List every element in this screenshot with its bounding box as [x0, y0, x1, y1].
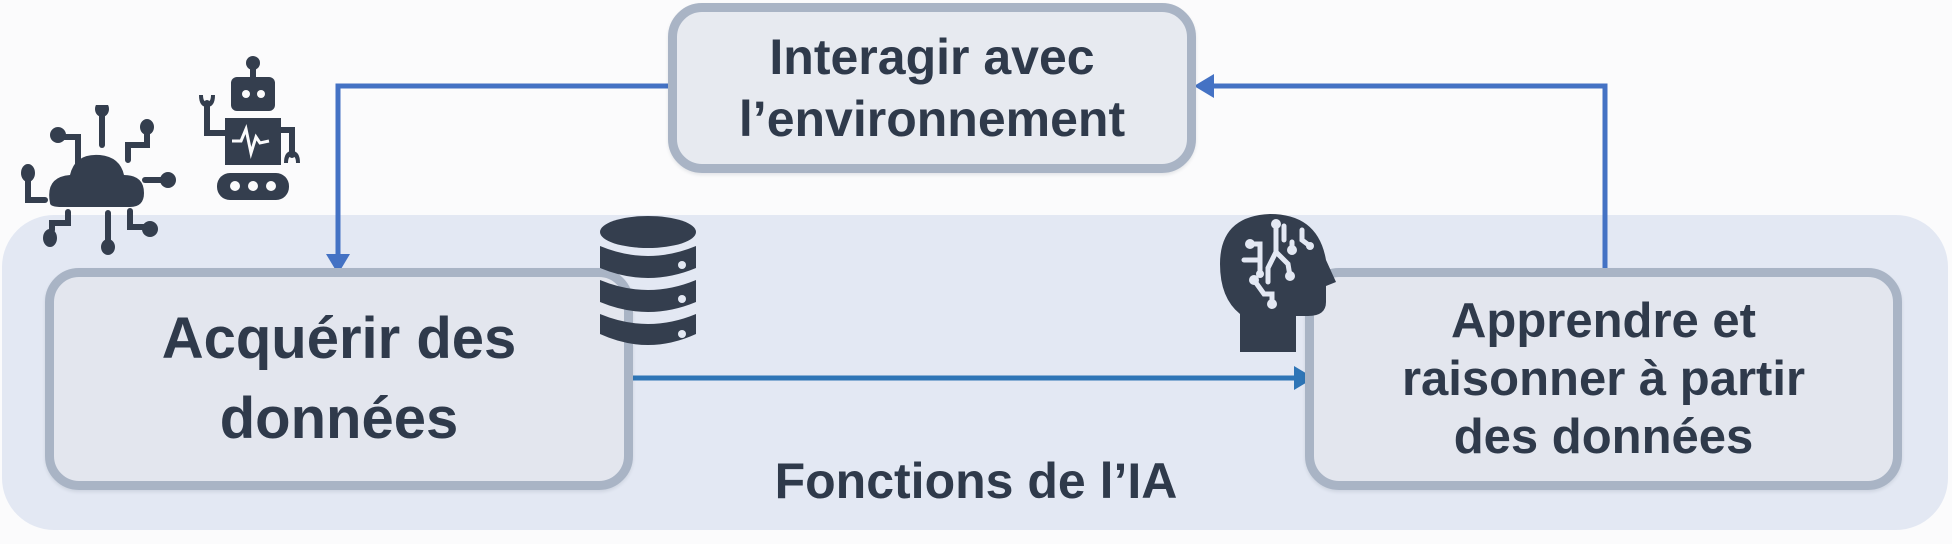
arrow-learn-to-interact [1212, 83, 1608, 272]
node-label-line: raisonner à partir [1401, 352, 1806, 406]
database-icon [600, 216, 696, 345]
node-label-line: Acquérir des [161, 306, 517, 371]
node-label-line: Interagir avec [769, 29, 1095, 85]
arrowhead-right [1294, 366, 1314, 390]
arrowhead-left [1194, 74, 1214, 98]
node-interact-environment: Interagir avec l’environnement [668, 3, 1196, 173]
node-learn-reason: Apprendre et raisonner à partir des donn… [1305, 268, 1902, 490]
robot-icon [199, 56, 300, 200]
node-label-line: l’environnement [738, 91, 1126, 147]
arrowhead-down [326, 254, 350, 274]
ai-head-icon [1220, 214, 1336, 352]
cloud-network-icon [21, 105, 176, 255]
arrow-interact-to-acquire [335, 83, 670, 256]
node-label-line: Apprendre et [1451, 294, 1756, 348]
diagram-title: Fonctions de l’IA [774, 453, 1178, 509]
node-label-line: données [219, 386, 459, 451]
node-label-line: des données [1453, 410, 1754, 464]
node-acquire-data: Acquérir des données [45, 268, 633, 490]
